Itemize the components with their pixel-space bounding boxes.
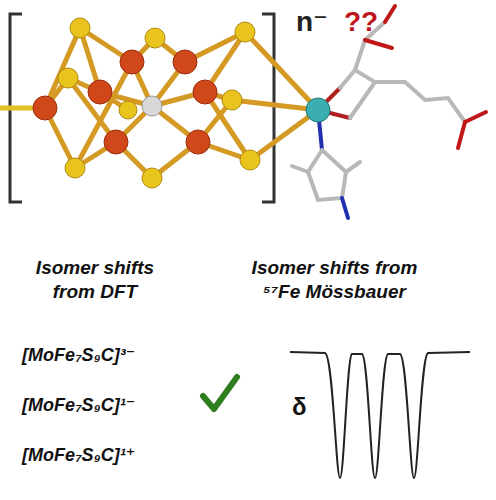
- formula: [MoFe₇S₉C]¹⁺: [22, 444, 202, 467]
- check-mark: [203, 377, 237, 409]
- column-heading: Isomer shifts from ⁵⁷Fe Mössbauer: [232, 256, 437, 304]
- formula: [MoFe₇S₉C]³⁻: [22, 344, 202, 367]
- ligand-sticks: [292, 6, 486, 218]
- bonds: [0, 28, 318, 178]
- formula: [MoFe₇S₉C]¹⁻: [22, 394, 202, 417]
- mossbauer-spectrum: [290, 352, 470, 478]
- atoms: [33, 18, 330, 188]
- charge-label: n⁻: [296, 4, 346, 39]
- bracket: [262, 14, 274, 202]
- column-heading: Isomer shifts from DFT: [20, 256, 170, 304]
- isomer-shift-symbol: δ: [292, 392, 322, 422]
- unknown-mark: ??: [344, 4, 394, 39]
